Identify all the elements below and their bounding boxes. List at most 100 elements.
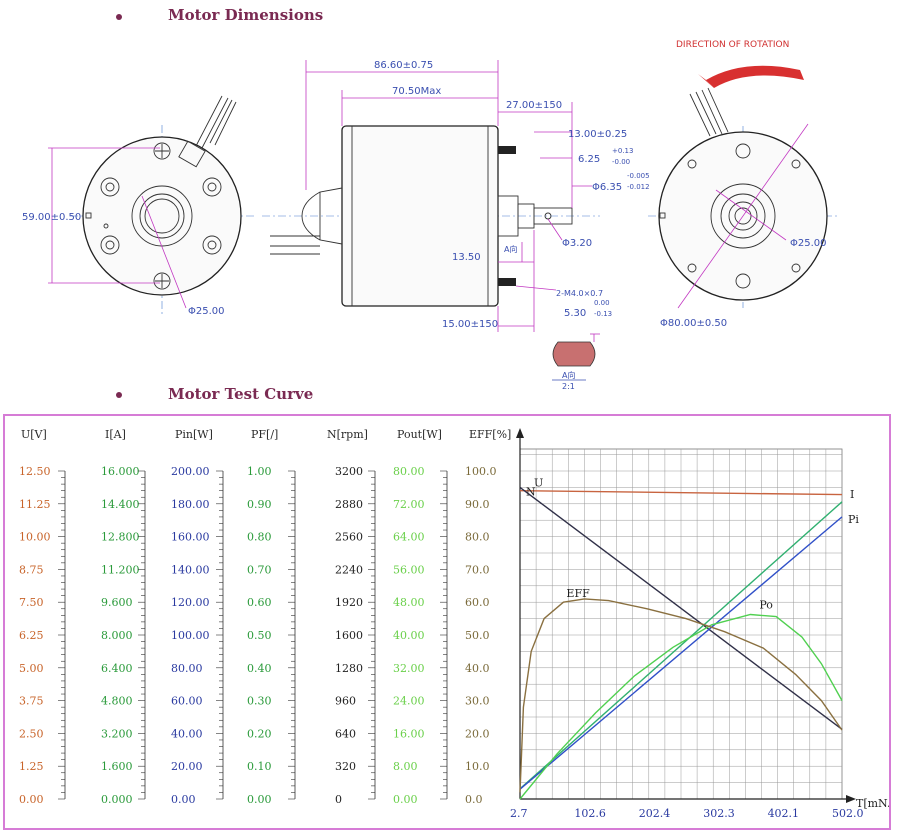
- section-mark: A向: [504, 244, 517, 254]
- axis-header-6: EFF[%]: [469, 428, 511, 441]
- axis-tick-label: 0.70: [247, 563, 272, 576]
- dim-flat-depth: 6.25: [578, 154, 600, 165]
- axis-tick-label: 0.00: [19, 793, 44, 806]
- plot-area: 2.7102.6202.4302.3402.1502.0T[mN.m]UNIPi…: [510, 428, 889, 820]
- axis-tick-label: 80.00: [171, 662, 203, 675]
- side-view: 86.60±0.75 70.50Max 27.00±150 13.00±0.25…: [262, 60, 650, 390]
- axis-tick-label: 14.400: [101, 498, 140, 511]
- axis-tick-label: 100.00: [171, 629, 210, 642]
- axis-tick-label: 3.75: [19, 695, 44, 708]
- dim-flat-thk: 5.30: [564, 308, 586, 319]
- motor-dimension-drawing: 59.00±0.50 Φ25.00 86.60±0.75 70.50Max 27…: [22, 40, 840, 390]
- dim-shaft-tol-bot: -0.012: [627, 183, 650, 191]
- axis-tick-label: 0.90: [247, 498, 272, 511]
- dim-flat-tol-top: +0.13: [612, 147, 633, 155]
- front-view: DIRECTION OF ROTATION Φ25.00 Φ80.00±0.50: [648, 40, 840, 329]
- axis-tick-label: 1.25: [19, 760, 44, 773]
- motor-test-curve-chart: U[V]12.5011.2510.008.757.506.255.003.752…: [19, 428, 889, 820]
- dim-flat-thk-tol-bot: -0.13: [594, 310, 612, 318]
- axis-tick-label: 40.00: [393, 629, 425, 642]
- section-label: A向: [562, 370, 575, 380]
- axis-header-0: U[V]: [21, 428, 47, 441]
- axis-tick-label: 10.0: [465, 760, 490, 773]
- axis-tick-label: 0.10: [247, 760, 272, 773]
- dim-height: 59.00±0.50: [22, 212, 81, 223]
- axis-tick-label: 60.0: [465, 596, 490, 609]
- axis-tick-label: 640: [335, 727, 356, 740]
- series-label-pi: Pi: [848, 513, 859, 526]
- x-tick-label: 302.3: [703, 807, 735, 820]
- axis-tick-label: 0.80: [247, 531, 272, 544]
- series-line-u: [519, 490, 843, 496]
- section-bullet: [116, 392, 122, 398]
- axis-tick-label: 20.00: [171, 760, 203, 773]
- rotation-arrow-icon: [706, 65, 804, 88]
- dim-screw: 2-M4.0×0.7: [556, 289, 603, 298]
- series-line-po: [519, 613, 843, 800]
- section-title-dimensions: Motor Dimensions: [168, 6, 324, 24]
- axis-tick-label: 24.00: [393, 695, 425, 708]
- axis-tick-label: 7.50: [19, 596, 44, 609]
- axis-tick-label: 1.600: [101, 760, 133, 773]
- dim-overall-length: 86.60±0.75: [374, 60, 433, 71]
- axis-tick-label: 3.200: [101, 727, 133, 740]
- axis-tick-label: 0.50: [247, 629, 272, 642]
- x-tick-label: 502.0: [832, 807, 864, 820]
- x-axis-arrow-icon: [846, 795, 856, 803]
- dim-hole-dia: Φ3.20: [562, 238, 592, 249]
- dim-shaft-flat: 13.00±0.25: [568, 129, 627, 140]
- axis-tick-label: 100.0: [465, 465, 497, 478]
- series-label-n: N: [526, 485, 536, 498]
- dim-shaft-dia: Φ6.35: [592, 182, 622, 193]
- series-label-eff: EFF: [566, 587, 590, 600]
- axis-header-5: Pout[W]: [397, 428, 442, 441]
- axis-tick-label: 0.000: [101, 793, 133, 806]
- axis-tick-label: 0.00: [393, 793, 418, 806]
- x-tick-label: 2.7: [510, 807, 528, 820]
- x-tick-label: 402.1: [768, 807, 800, 820]
- series-label-po: Po: [759, 599, 773, 612]
- axis-tick-label: 12.50: [19, 465, 51, 478]
- dim-body-dia: Φ80.00±0.50: [660, 318, 727, 329]
- axis-tick-label: 2880: [335, 498, 363, 511]
- axis-tick-label: 16.00: [393, 727, 425, 740]
- axis-tick-label: 70.0: [465, 563, 490, 576]
- axis-tick-label: 60.00: [171, 695, 203, 708]
- axis-tick-label: 3200: [335, 465, 363, 478]
- axis-tick-label: 40.00: [171, 727, 203, 740]
- axis-tick-label: 64.00: [393, 531, 425, 544]
- axis-tick-label: 0: [335, 793, 342, 806]
- axis-tick-label: 72.00: [393, 498, 425, 511]
- series-line-eff: [519, 598, 843, 793]
- axis-tick-label: 80.0: [465, 531, 490, 544]
- axis-tick-label: 48.00: [393, 596, 425, 609]
- dim-boss-left: Φ25.00: [188, 306, 225, 317]
- axis-tick-label: 0.30: [247, 695, 272, 708]
- axis-columns: U[V]12.5011.2510.008.757.506.255.003.752…: [19, 428, 511, 806]
- x-tick-label: 102.6: [574, 807, 606, 820]
- axis-tick-label: 80.00: [393, 465, 425, 478]
- axis-tick-label: 140.00: [171, 563, 210, 576]
- y-axis-arrow-icon: [516, 428, 524, 438]
- axis-tick-label: 2560: [335, 531, 363, 544]
- axis-tick-label: 200.00: [171, 465, 210, 478]
- axis-tick-label: 0.0: [465, 793, 483, 806]
- axis-tick-label: 56.00: [393, 563, 425, 576]
- axis-tick-label: 10.00: [19, 531, 51, 544]
- axis-tick-label: 11.200: [101, 563, 140, 576]
- axis-tick-label: 160.00: [171, 531, 210, 544]
- axis-tick-label: 0.00: [247, 793, 272, 806]
- axis-tick-label: 30.0: [465, 695, 490, 708]
- axis-tick-label: 0.20: [247, 727, 272, 740]
- dim-rear-len: 15.00±150: [442, 319, 498, 330]
- axis-header-1: I[A]: [105, 428, 126, 441]
- dim-hub-len: 13.50: [452, 252, 481, 263]
- axis-tick-label: 20.0: [465, 727, 490, 740]
- axis-tick-label: 32.00: [393, 662, 425, 675]
- series-line-n: [519, 486, 843, 730]
- axis-tick-label: 960: [335, 695, 356, 708]
- axis-tick-label: 180.00: [171, 498, 210, 511]
- axis-tick-label: 2.50: [19, 727, 44, 740]
- section-bullet: [116, 14, 122, 20]
